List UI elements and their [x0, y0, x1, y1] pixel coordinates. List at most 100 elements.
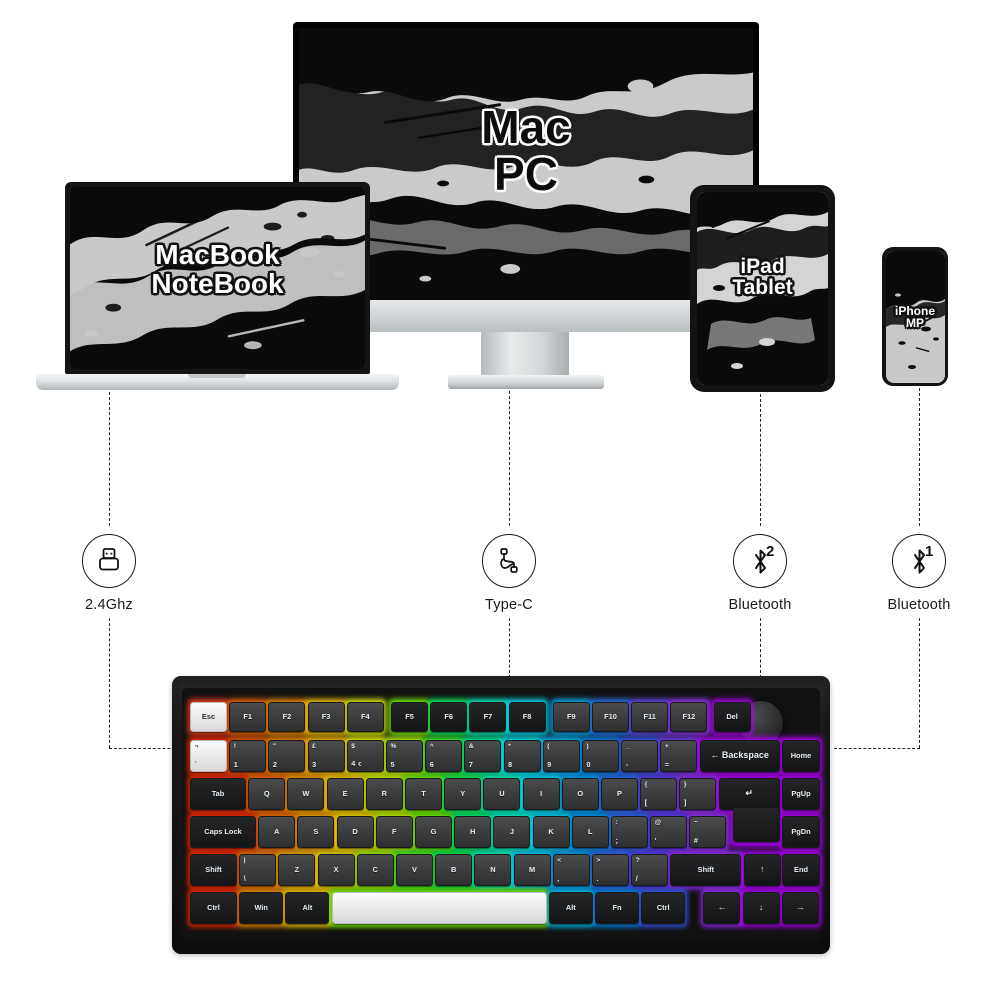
key-q[interactable]: Q — [248, 778, 286, 810]
key-end[interactable]: End — [782, 854, 820, 886]
key-space[interactable] — [331, 892, 547, 924]
key-pgdn[interactable]: PgDn — [782, 816, 820, 848]
key-r[interactable]: R — [365, 778, 403, 810]
key-0[interactable]: )0 — [582, 740, 619, 772]
key-v[interactable]: V — [396, 854, 433, 886]
key-g[interactable]: G — [415, 816, 452, 848]
key-shift[interactable]: Shift — [670, 854, 742, 886]
key-f5[interactable]: F5 — [391, 702, 428, 732]
key-[interactable]: {[ — [640, 778, 678, 810]
key-d[interactable]: D — [336, 816, 374, 848]
key-[interactable]: ↵ — [718, 778, 780, 810]
key-alt[interactable]: Alt — [548, 892, 593, 924]
key-h[interactable]: H — [454, 816, 492, 848]
key-f4[interactable]: F4 — [346, 702, 384, 732]
key-t[interactable]: T — [405, 778, 442, 810]
key-ctrl[interactable]: Ctrl — [190, 892, 237, 924]
key-l[interactable]: L — [571, 816, 609, 848]
key-z[interactable]: Z — [278, 854, 316, 886]
key-[interactable]: ↑ — [743, 854, 781, 886]
key-alt[interactable]: Alt — [285, 892, 330, 924]
key-[interactable]: ← — [703, 892, 741, 924]
key-legend-top: < — [557, 856, 562, 864]
key-tab[interactable]: Tab — [190, 778, 246, 810]
key-f1[interactable]: F1 — [229, 702, 267, 732]
key-backspace[interactable]: ← Backspace — [699, 740, 780, 772]
key-f2[interactable]: F2 — [268, 702, 306, 732]
key-legend-top: } — [683, 780, 687, 788]
key-k[interactable]: K — [532, 816, 570, 848]
key-[interactable]: }] — [679, 778, 717, 810]
key-[interactable]: <, — [552, 854, 590, 886]
key-f9[interactable]: F9 — [552, 702, 590, 732]
connection-badge-24ghz[interactable]: 2.4Ghz — [49, 534, 169, 613]
key-o[interactable]: O — [561, 778, 599, 810]
key-del[interactable]: Del — [713, 702, 751, 732]
key-6[interactable]: ^6 — [425, 740, 463, 772]
key-n[interactable]: N — [474, 854, 512, 886]
key-[interactable]: ¬` — [190, 740, 227, 772]
key-f10[interactable]: F10 — [592, 702, 629, 732]
connection-label: 2.4Ghz — [85, 597, 133, 613]
key-[interactable]: |\ — [239, 854, 277, 886]
key-y[interactable]: Y — [444, 778, 482, 810]
key-caps-lock[interactable]: Caps Lock — [190, 816, 256, 848]
connection-badge-bluetooth-2[interactable]: 2 Bluetooth — [700, 534, 820, 613]
key-legend-bottom: ' — [654, 836, 657, 846]
key-home[interactable]: Home — [782, 740, 820, 772]
key-9[interactable]: (9 — [542, 740, 580, 772]
key-w[interactable]: W — [287, 778, 325, 810]
key-b[interactable]: B — [435, 854, 473, 886]
key-f[interactable]: F — [375, 816, 413, 848]
key-2[interactable]: "2 — [268, 740, 306, 772]
key-esc[interactable]: Esc — [190, 702, 227, 732]
key-f12[interactable]: F12 — [670, 702, 708, 732]
key-j[interactable]: J — [493, 816, 531, 848]
key-[interactable]: >. — [592, 854, 629, 886]
key-[interactable]: ~# — [689, 816, 727, 848]
key-legend: O — [577, 789, 584, 799]
key-7[interactable]: &7 — [464, 740, 502, 772]
key-[interactable]: ↓ — [742, 892, 780, 924]
key-legend: J — [509, 827, 514, 837]
key-enter-lower-leg[interactable] — [732, 808, 780, 842]
key-pgup[interactable]: PgUp — [782, 778, 820, 810]
key-5[interactable]: %5 — [386, 740, 423, 772]
key-[interactable]: @' — [650, 816, 688, 848]
key-i[interactable]: I — [522, 778, 560, 810]
connector-line-laptop — [109, 392, 110, 526]
key-[interactable]: += — [660, 740, 698, 772]
key-s[interactable]: S — [297, 816, 335, 848]
key-p[interactable]: P — [601, 778, 638, 810]
key-[interactable]: ?/ — [631, 854, 669, 886]
key-c[interactable]: C — [356, 854, 394, 886]
connection-badge-bluetooth-1[interactable]: 1 Bluetooth — [859, 534, 979, 613]
key-4[interactable]: $4€ — [346, 740, 384, 772]
key-e[interactable]: E — [326, 778, 364, 810]
key-fn[interactable]: Fn — [595, 892, 639, 924]
key-[interactable]: → — [781, 892, 819, 924]
key-[interactable]: :; — [611, 816, 648, 848]
key-win[interactable]: Win — [239, 892, 284, 924]
key-8[interactable]: *8 — [503, 740, 541, 772]
key-f3[interactable]: F3 — [307, 702, 345, 732]
key-m[interactable]: M — [513, 854, 551, 886]
connector-line-bt1-to-kb — [834, 748, 920, 749]
key-f11[interactable]: F11 — [631, 702, 669, 732]
key-f6[interactable]: F6 — [430, 702, 468, 732]
key-3[interactable]: £3 — [307, 740, 345, 772]
key-a[interactable]: A — [258, 816, 296, 848]
key-legend-bottom: # — [693, 836, 698, 846]
key-u[interactable]: U — [483, 778, 521, 810]
connector-line-bt2-down — [760, 618, 761, 678]
key-f7[interactable]: F7 — [469, 702, 507, 732]
key-[interactable]: _- — [621, 740, 659, 772]
key-f8[interactable]: F8 — [508, 702, 546, 732]
connection-badge-typec[interactable]: Type-C — [449, 534, 569, 613]
key-x[interactable]: X — [317, 854, 355, 886]
key-1[interactable]: !1 — [229, 740, 267, 772]
key-legend-top: * — [508, 742, 511, 750]
key-shift[interactable]: Shift — [190, 854, 237, 886]
key-ctrl[interactable]: Ctrl — [641, 892, 686, 924]
